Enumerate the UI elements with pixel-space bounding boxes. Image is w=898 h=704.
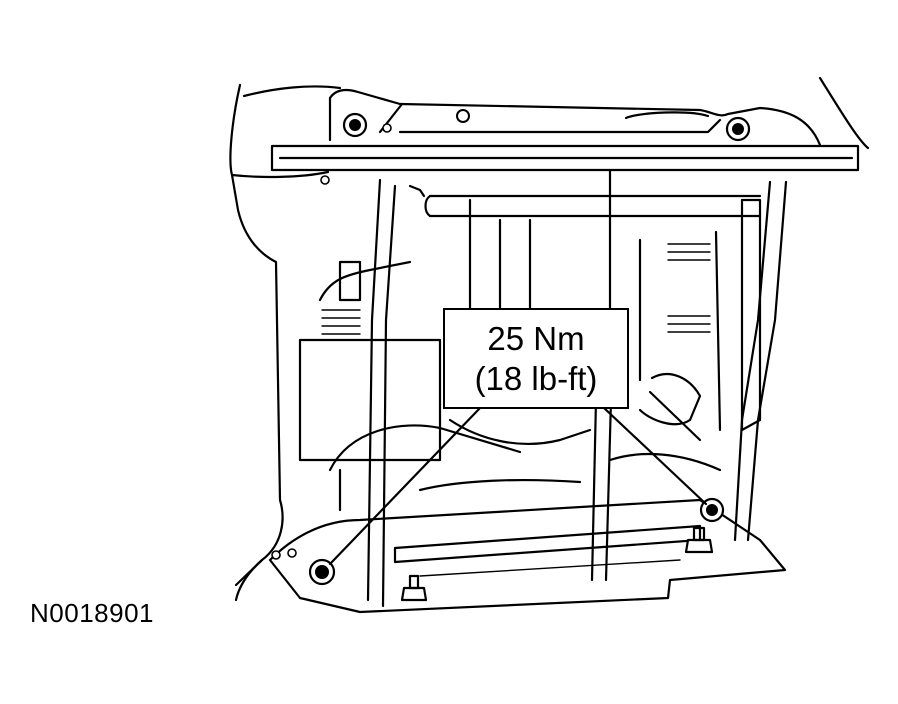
lower-mount-bolts	[271, 497, 725, 602]
cross-tube	[424, 194, 762, 218]
torque-value-metric: 25 Nm	[487, 319, 585, 357]
seat-housing-outline	[229, 76, 870, 602]
torque-leader-lines	[328, 406, 708, 566]
upper-seat-rail	[270, 88, 860, 172]
torque-value-imperial: (18 lb-ft)	[474, 359, 598, 397]
figure-reference-number: N0018901	[30, 598, 154, 628]
torque-spec-callout: 25 Nm (18 lb-ft)	[443, 308, 629, 409]
frame-posts	[366, 178, 788, 608]
upper-mount-holes	[320, 109, 751, 185]
